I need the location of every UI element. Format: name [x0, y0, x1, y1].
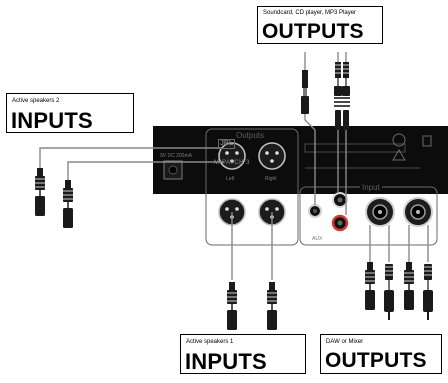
xlr-pin — [265, 207, 269, 211]
rca-socket-white-core — [337, 197, 343, 203]
jack-plug-body — [424, 264, 432, 280]
bottom-inputs-title: INPUTS — [185, 349, 267, 374]
jack-plug-tip — [427, 280, 429, 290]
combo-socket-core — [378, 210, 382, 214]
xlr-plug-head — [63, 208, 73, 228]
rca-plug-head — [343, 110, 349, 130]
xlr-socket — [258, 142, 286, 170]
xlr-plug-boot — [229, 282, 235, 290]
minijack-plug-body — [302, 70, 308, 88]
xlr-plug-boot — [367, 262, 373, 270]
xlr-pin — [270, 159, 274, 163]
xlr-socket — [218, 142, 246, 170]
xlr-plug-neck — [408, 284, 410, 290]
xlr-plug-neck — [231, 304, 233, 310]
xlr-plug-neck — [67, 202, 69, 208]
panel-slot — [304, 143, 406, 153]
rca-plug-collar — [334, 86, 342, 96]
top-outputs-caption: Soundcard, CD player, MP3 Player — [263, 10, 357, 16]
input-group-title: Input — [360, 183, 382, 192]
cert-icon — [392, 133, 406, 147]
xlr-pin — [275, 151, 279, 155]
xlr-plug-head — [404, 290, 414, 310]
xlr-pin — [225, 151, 229, 155]
top-outputs-title: OUTPUTS — [262, 20, 364, 43]
bottom-outputs-caption: DAW or Mixer — [326, 339, 364, 345]
xlr-pin — [230, 159, 234, 163]
left-inputs-label: Active speakers 2 INPUTS — [6, 93, 134, 133]
output-left-label: Left — [226, 176, 235, 182]
jack-plug-body — [385, 264, 393, 280]
model-name: M-PATCH 3 — [214, 160, 250, 166]
jack-plug-head — [423, 290, 433, 312]
rca-plug-pin — [345, 78, 347, 86]
xlr-plug-boot — [269, 282, 275, 290]
outputs-group-title: Outputs — [236, 131, 265, 140]
xlr-plug-head — [227, 310, 237, 330]
dc-jack-hole — [168, 165, 178, 175]
rca-plug-head — [335, 110, 341, 130]
jack-plug-head — [384, 290, 394, 312]
rca-socket-red-core — [337, 220, 343, 226]
xlr-plug-head — [267, 310, 277, 330]
bottom-outputs-title: OUTPUTS — [325, 349, 427, 372]
xlr-pin — [235, 151, 239, 155]
xlr-pin — [235, 207, 239, 211]
xlr-plug-head — [365, 290, 375, 310]
minijack-plug-head — [301, 96, 309, 114]
cable-wire — [304, 114, 316, 205]
rca-plug-pin — [337, 78, 339, 86]
left-inputs-caption: Active speakers 2 — [12, 98, 60, 104]
top-outputs-label: Soundcard, CD player, MP3 Player OUTPUTS — [257, 6, 383, 44]
outputs-group-outline — [205, 128, 299, 246]
xlr-plug-neck — [369, 284, 371, 290]
rca-plug-body — [343, 62, 349, 78]
combo-socket-core — [416, 210, 420, 214]
dc-label: 9V DC 200mA — [160, 153, 192, 159]
xlr-pin — [275, 207, 279, 211]
xlr-plug-boot — [406, 262, 412, 270]
xlr-plug-boot — [65, 180, 71, 188]
warning-icon — [392, 149, 406, 161]
bottom-outputs-label: DAW or Mixer OUTPUTS — [320, 334, 442, 374]
rca-plug-body — [335, 62, 341, 78]
rca-socket-left-core — [313, 209, 317, 213]
jack-plug-tip — [388, 280, 390, 290]
xlr-plug-boot — [37, 168, 43, 176]
xlr-plug-neck — [39, 190, 41, 196]
aux-label: AUX — [312, 236, 323, 242]
rca-plug-collar — [342, 86, 350, 96]
xlr-pin — [265, 151, 269, 155]
minijack-plug-sleeve — [303, 88, 307, 96]
bin-icon — [422, 135, 432, 147]
bottom-inputs-caption: Active speakers 1 — [186, 339, 234, 345]
xlr-plug-head — [35, 196, 45, 216]
brand-logo: JBL — [218, 139, 236, 149]
left-inputs-title: INPUTS — [11, 108, 93, 133]
bottom-inputs-label: Active speakers 1 INPUTS — [180, 334, 306, 374]
xlr-pin — [225, 207, 229, 211]
output-right-label: Right — [265, 176, 277, 182]
xlr-plug-neck — [271, 304, 273, 310]
